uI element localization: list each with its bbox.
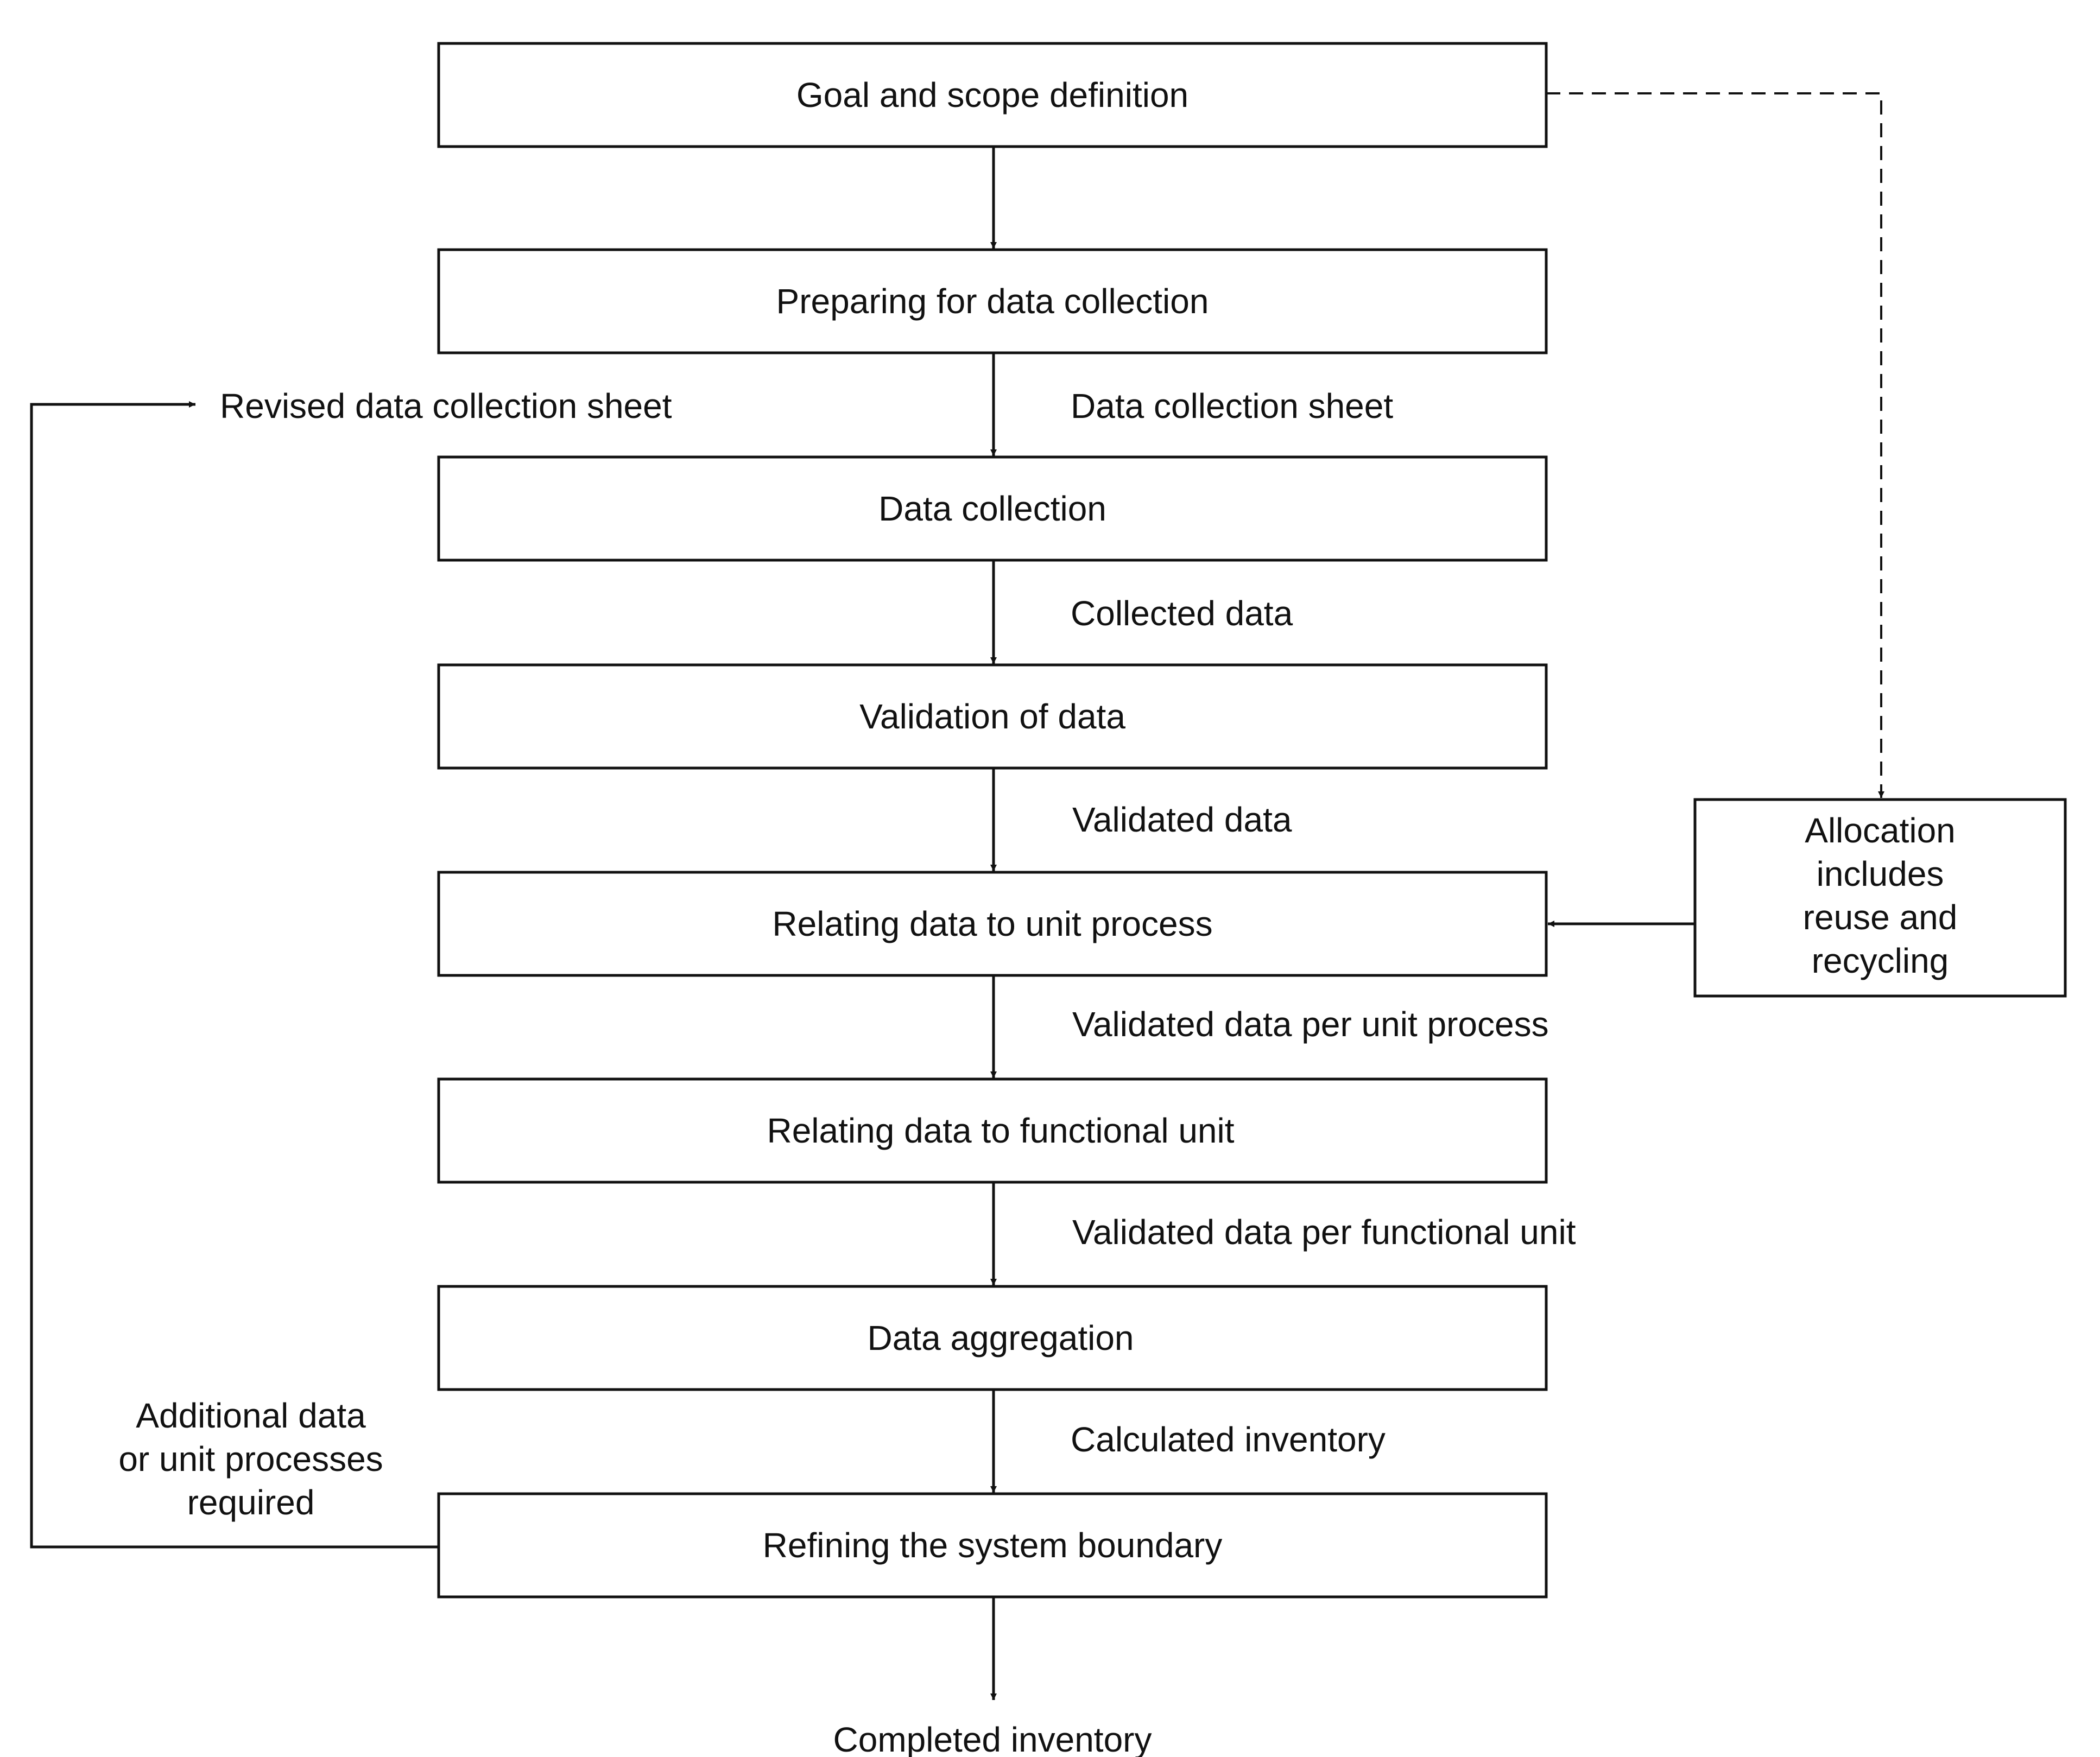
feedback-loop-connector (30, 401, 439, 1549)
dashed-connector-allocation (1546, 92, 1884, 798)
process-box-system-boundary (437, 1492, 1548, 1599)
process-step: Validation of data (437, 663, 1548, 770)
process-label-unit-process: Relating data to unit process (772, 904, 1212, 943)
flow-label-validated-per-unit-process: Validated data per unit process (1072, 1005, 1549, 1044)
feedback-label-revised-sheet: Revised data collection sheet (220, 386, 672, 426)
flow-label-data-collection-sheet: Data collection sheet (1071, 386, 1393, 426)
process-box-goal-scope (437, 42, 1548, 148)
feedback-condition-line: Additional data (136, 1396, 366, 1435)
flow-label-calculated-inventory: Calculated inventory (1071, 1420, 1386, 1459)
process-label-preparing: Preparing for data collection (776, 282, 1209, 321)
flow-label-collected-data: Collected data (1071, 594, 1293, 633)
process-label-goal-scope: Goal and scope definition (796, 75, 1188, 115)
process-label-aggregation: Data aggregation (867, 1318, 1134, 1358)
allocation-label-line: reuse and (1803, 898, 1958, 937)
allocation-box (1693, 798, 2067, 998)
feedback-condition-line: or unit processes (118, 1439, 383, 1479)
flow-label-validated-per-functional-unit: Validated data per functional unit (1072, 1213, 1576, 1252)
process-step: Preparing for data collection (437, 248, 1548, 354)
process-label-functional-unit: Relating data to functional unit (767, 1111, 1234, 1150)
process-box-validation (437, 663, 1548, 770)
allocation-label-line: recycling (1812, 941, 1949, 980)
process-step: Data collection (437, 455, 1548, 562)
allocation-label-line: Allocation (1805, 811, 1956, 850)
process-box-data-collection (437, 455, 1548, 562)
feedback-condition-line: required (187, 1483, 315, 1522)
process-step: Refining the system boundary (437, 1492, 1548, 1599)
flow-label-validated-data: Validated data (1072, 800, 1292, 839)
process-step: Relating data to functional unit (437, 1077, 1548, 1184)
process-step: Relating data to unit process (437, 871, 1548, 977)
process-step: Data aggregation (437, 1285, 1548, 1391)
process-box-functional-unit (437, 1077, 1548, 1184)
process-label-data-collection: Data collection (878, 489, 1106, 528)
process-step: Goal and scope definition (437, 42, 1548, 148)
process-label-system-boundary: Refining the system boundary (763, 1526, 1223, 1565)
allocation-label-line: includes (1817, 854, 1944, 893)
output-label-completed-inventory: Completed inventory (833, 1720, 1152, 1757)
process-label-validation: Validation of data (859, 697, 1125, 736)
process-box-preparing (437, 248, 1548, 354)
